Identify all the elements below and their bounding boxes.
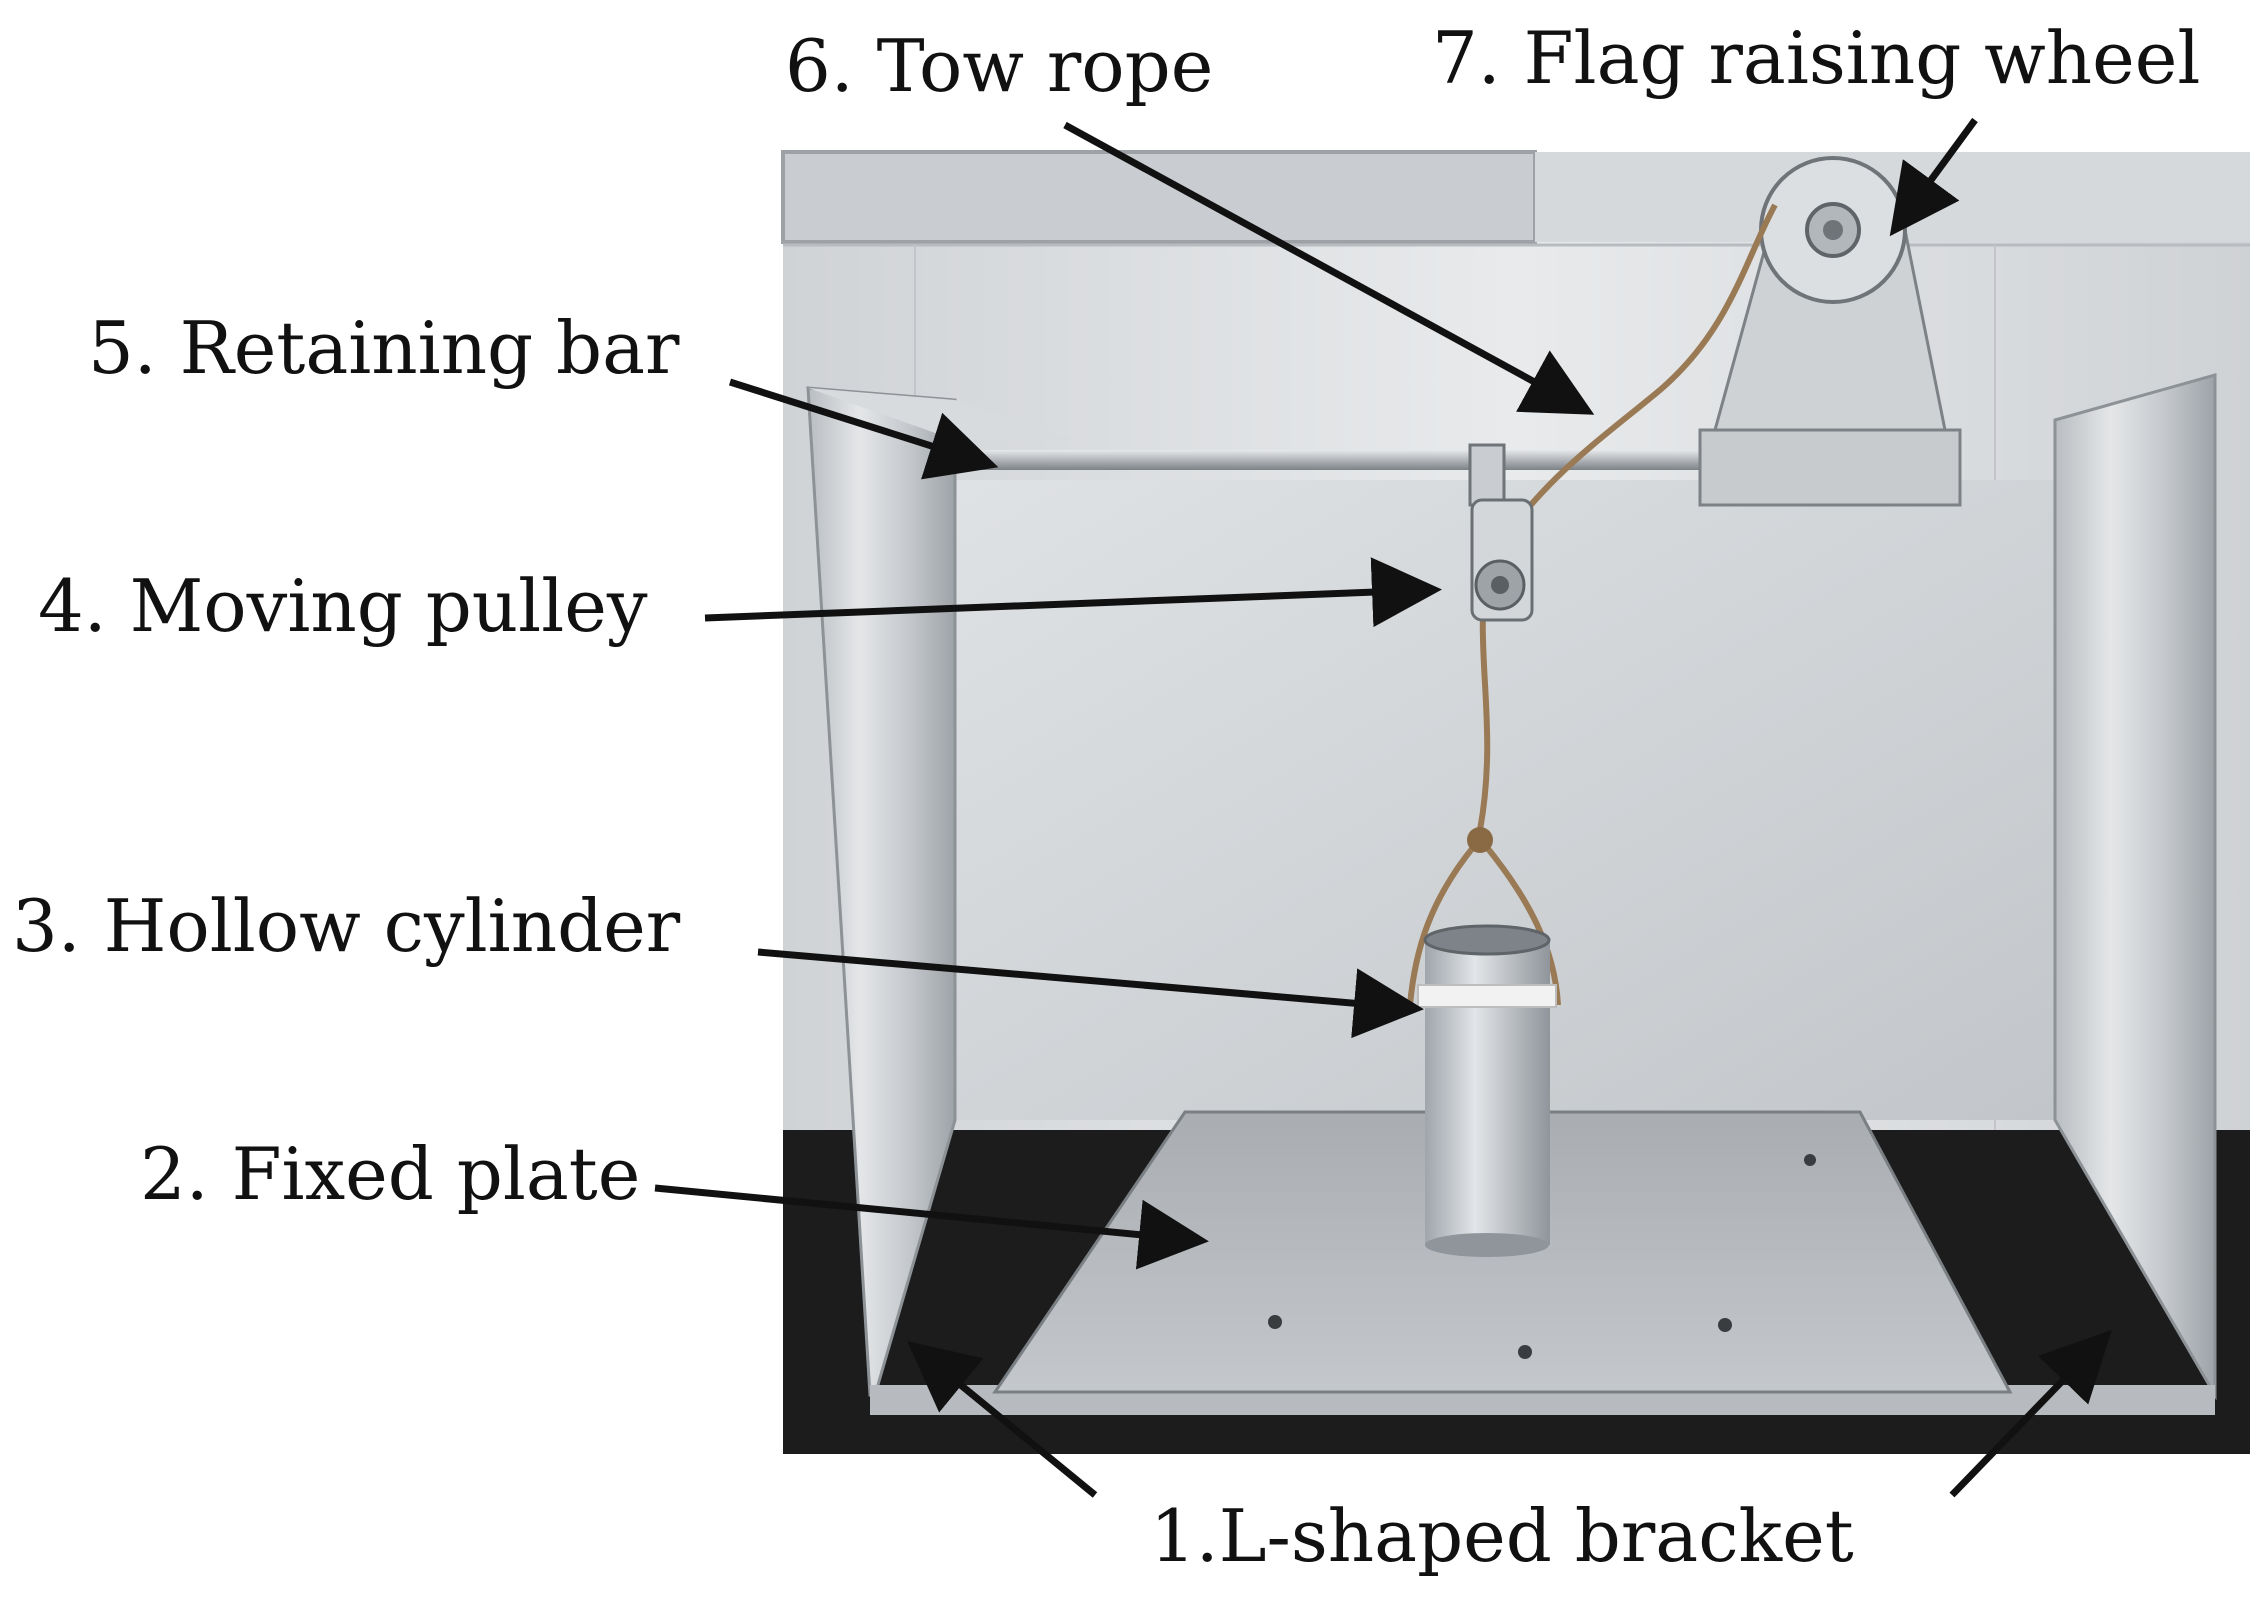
label-retaining-bar: 5. Retaining bar	[88, 306, 680, 390]
arrow-3-hollow-cylinder	[757, 948, 1424, 1039]
label-moving-pulley: 4. Moving pulley	[38, 564, 648, 648]
arrow-5-retaining-bar	[728, 378, 999, 480]
annotation-arrows	[654, 117, 2112, 1498]
hollow-cylinder	[1417, 924, 1557, 1257]
label-flag-raising-wheel: 7. Flag raising wheel	[1432, 16, 2201, 100]
arrow-7-flag-wheel	[1889, 117, 1978, 237]
label-l-shaped-bracket: 1.L-shaped bracket	[1150, 1494, 1854, 1578]
label-fixed-plate: 2. Fixed plate	[140, 1132, 641, 1216]
flag-raising-wheel	[1698, 156, 1962, 507]
label-tow-rope: 6. Tow rope	[785, 24, 1214, 108]
arrow-6-tow-rope	[1063, 121, 1595, 415]
moving-pulley	[1468, 443, 1534, 622]
arrow-1-bracket-right	[1949, 1329, 2112, 1498]
label-hollow-cylinder: 3. Hollow cylinder	[12, 884, 681, 968]
arrow-2-fixed-plate	[654, 1184, 1209, 1270]
arrow-1-bracket-left	[907, 1341, 1098, 1498]
arrow-4-moving-pulley	[704, 557, 1442, 628]
retaining-bar	[965, 450, 1725, 470]
